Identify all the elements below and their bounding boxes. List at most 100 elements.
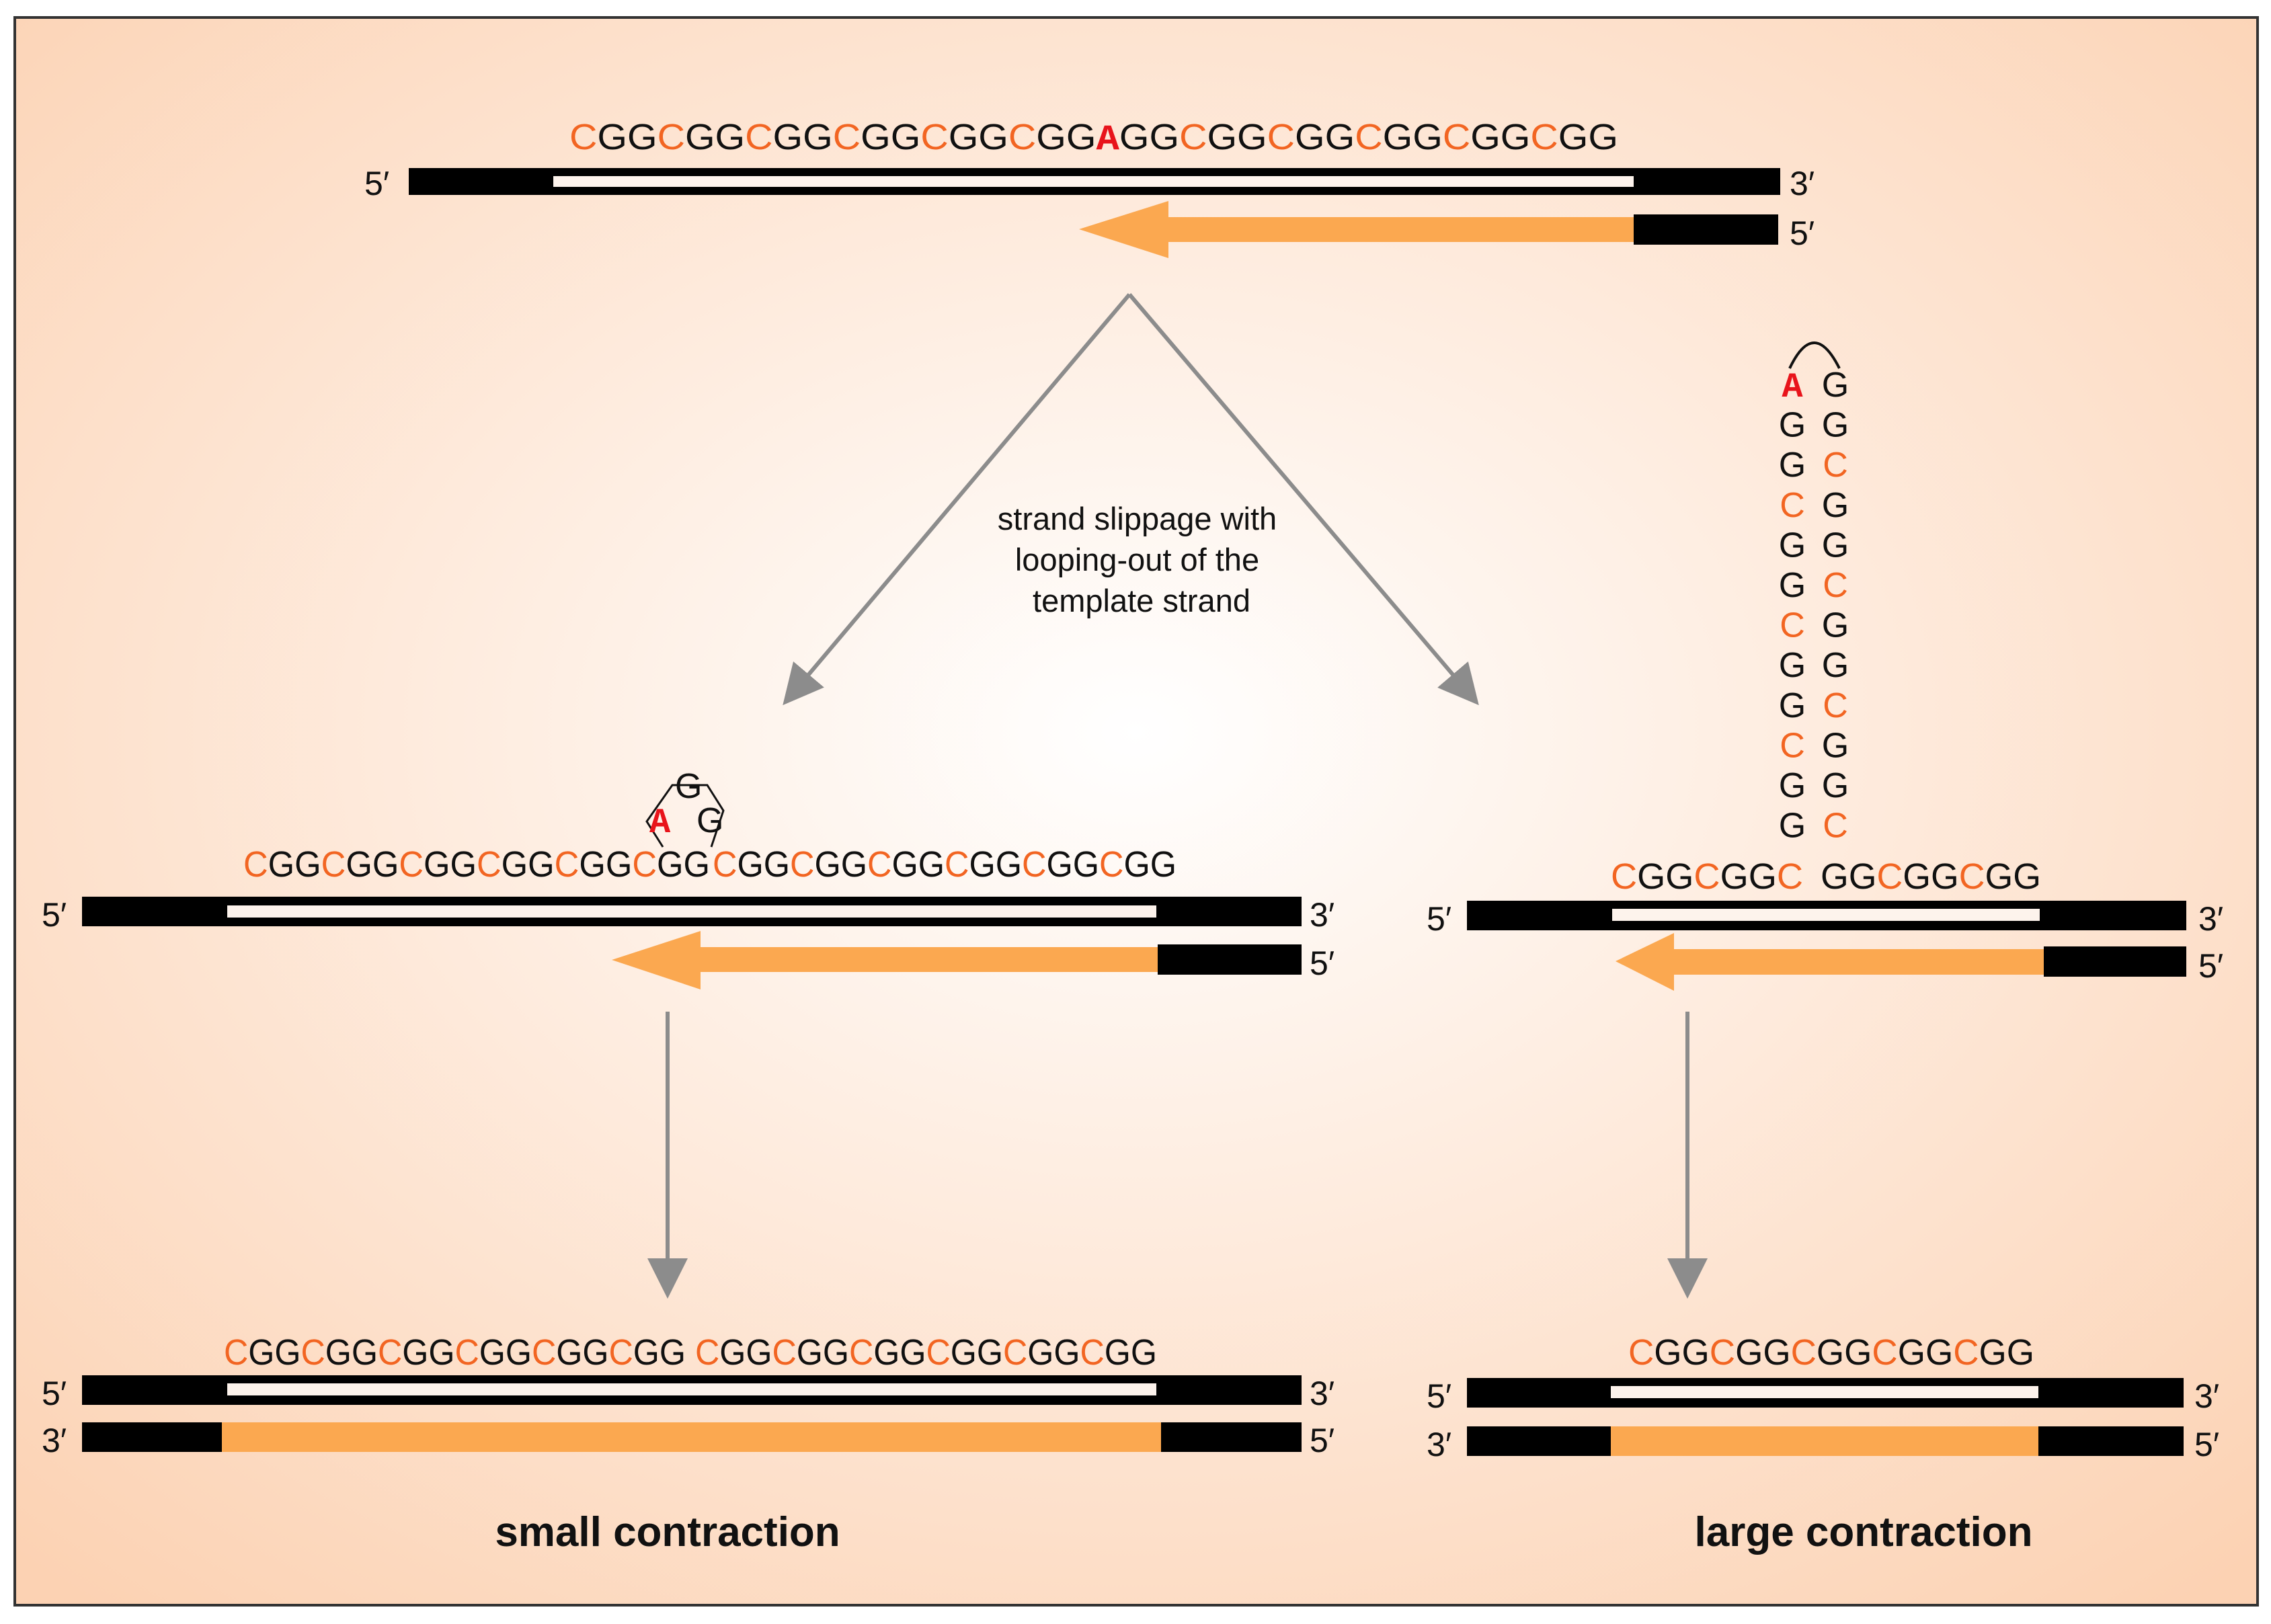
guanine-base: G bbox=[1150, 844, 1177, 885]
new-strand-arrow bbox=[1616, 933, 2044, 991]
sequence-gap bbox=[686, 1332, 695, 1373]
large-contraction-caption: large contraction bbox=[1695, 1509, 2033, 1555]
hairpin-guanine: G bbox=[1779, 766, 1806, 805]
cytosine-base: C bbox=[1777, 856, 1803, 897]
cytosine-base: C bbox=[658, 117, 685, 157]
guanine-base: G bbox=[719, 1332, 746, 1373]
cytosine-base: C bbox=[1611, 856, 1637, 897]
guanine-base: G bbox=[660, 1332, 686, 1373]
cytosine-base: C bbox=[713, 844, 737, 885]
template-repeat-region bbox=[227, 1383, 1156, 1395]
guanine-base: G bbox=[1665, 856, 1694, 897]
guanine-base: G bbox=[1073, 844, 1099, 885]
cytosine-base: C bbox=[745, 117, 772, 157]
note-line-2: looping-out of the bbox=[1015, 542, 1259, 577]
guanine-base: G bbox=[996, 844, 1022, 885]
cytosine-base: C bbox=[1022, 844, 1046, 885]
arrow-to-large-loop bbox=[1127, 293, 1479, 706]
guanine-base: G bbox=[1654, 1332, 1681, 1373]
note-line-1: strand slippage with bbox=[998, 501, 1277, 536]
guanine-base: G bbox=[1558, 117, 1589, 157]
guanine-base: G bbox=[1821, 856, 1849, 897]
guanine-base: G bbox=[685, 117, 715, 157]
guanine-base: G bbox=[1036, 117, 1066, 157]
panel-background bbox=[13, 16, 2259, 1607]
guanine-base: G bbox=[1931, 856, 1959, 897]
hairpin-mutation-base: A bbox=[1782, 368, 1803, 407]
hairpin-cytosine: C bbox=[1780, 486, 1805, 525]
hairpin-guanine: G bbox=[1779, 646, 1806, 685]
guanine-base: G bbox=[428, 1332, 454, 1373]
guanine-base: G bbox=[502, 844, 528, 885]
guanine-base: G bbox=[1588, 117, 1618, 157]
cytosine-base: C bbox=[1080, 1332, 1104, 1373]
guanine-base: G bbox=[372, 844, 399, 885]
cytosine-base: C bbox=[695, 1332, 719, 1373]
large-loop-duplex: AGGCGGCGGCGG GGCGGCGGCGGC CGGCGGC GGCGGC… bbox=[1427, 341, 2223, 991]
hairpin-guanine: G bbox=[1779, 807, 1806, 846]
hairpin-guanine: G bbox=[1822, 606, 1849, 645]
guanine-base: G bbox=[873, 1332, 900, 1373]
guanine-base: G bbox=[746, 1332, 772, 1373]
cytosine-base: C bbox=[532, 1332, 556, 1373]
cytosine-base: C bbox=[1355, 117, 1382, 157]
guanine-base: G bbox=[764, 844, 790, 885]
hairpin-cytosine: C bbox=[1780, 726, 1805, 765]
guanine-base: G bbox=[1763, 1332, 1790, 1373]
new-strand-flank bbox=[2044, 946, 2186, 977]
cytosine-base: C bbox=[1872, 1332, 1897, 1373]
guanine-base: G bbox=[1383, 117, 1413, 157]
guanine-base: G bbox=[294, 844, 321, 885]
guanine-base: G bbox=[1501, 117, 1531, 157]
small-loop-left-sequence: CGGCGGCGGCGGCGGCGG bbox=[243, 844, 710, 885]
guanine-base: G bbox=[1046, 844, 1072, 885]
cytosine-base: C bbox=[455, 1332, 479, 1373]
guanine-base: G bbox=[900, 1332, 926, 1373]
guanine-base: G bbox=[823, 1332, 849, 1373]
new-strand-5-prime-label: 5′ bbox=[2194, 1426, 2219, 1463]
guanine-base: G bbox=[1735, 1332, 1763, 1373]
hairpin-cytosine: C bbox=[1780, 606, 1805, 645]
note-line-3: template strand bbox=[1033, 583, 1250, 618]
small-contraction-caption: small contraction bbox=[495, 1509, 840, 1555]
guanine-base: G bbox=[1925, 1332, 1953, 1373]
hairpin-guanine: G bbox=[1822, 646, 1849, 685]
cytosine-base: C bbox=[609, 1332, 633, 1373]
guanine-base: G bbox=[424, 844, 450, 885]
guanine-base: G bbox=[977, 1332, 1003, 1373]
guanine-base: G bbox=[891, 844, 918, 885]
cytosine-base: C bbox=[772, 1332, 796, 1373]
hairpin-cytosine: C bbox=[1823, 566, 1848, 605]
large-result-sequence: CGGCGGCGGCGGCGG bbox=[1628, 1332, 2034, 1373]
cytosine-base: C bbox=[1628, 1332, 1654, 1373]
guanine-base: G bbox=[1720, 856, 1749, 897]
guanine-base: G bbox=[1979, 1332, 2006, 1373]
cytosine-base: C bbox=[243, 844, 268, 885]
guanine-base: G bbox=[346, 844, 372, 885]
cytosine-base: C bbox=[833, 117, 861, 157]
guanine-base: G bbox=[969, 844, 995, 885]
guanine-base: G bbox=[352, 1332, 378, 1373]
hairpin-guanine: G bbox=[1822, 526, 1849, 565]
cytosine-base: C bbox=[1694, 856, 1720, 897]
template-repeat-region bbox=[1611, 1386, 2038, 1398]
new-strand-5-prime-label: 5′ bbox=[1310, 1422, 1334, 1459]
guanine-base: G bbox=[582, 1332, 608, 1373]
slippage-arrows bbox=[783, 293, 1479, 706]
guanine-base: G bbox=[1207, 117, 1237, 157]
guanine-base: G bbox=[606, 844, 633, 885]
small-loop-duplex: CGGCGGCGGCGGCGGCGG CGGCGGCGGCGGCGGCGG A … bbox=[42, 767, 1334, 989]
small-loop-outline bbox=[645, 784, 725, 848]
hairpin-left-column: AGGCGGCGGCGG bbox=[1779, 368, 1806, 846]
hairpin-guanine: G bbox=[1822, 766, 1849, 805]
guanine-base: G bbox=[1470, 117, 1501, 157]
guanine-base: G bbox=[1682, 1332, 1710, 1373]
small-loop-base-g1: G bbox=[675, 767, 702, 806]
guanine-base: G bbox=[891, 117, 921, 157]
template-3-prime-label: 3′ bbox=[2198, 900, 2223, 938]
guanine-base: G bbox=[814, 844, 840, 885]
guanine-base: G bbox=[1749, 856, 1777, 897]
guanine-base: G bbox=[2013, 856, 2041, 897]
guanine-base: G bbox=[1237, 117, 1267, 157]
